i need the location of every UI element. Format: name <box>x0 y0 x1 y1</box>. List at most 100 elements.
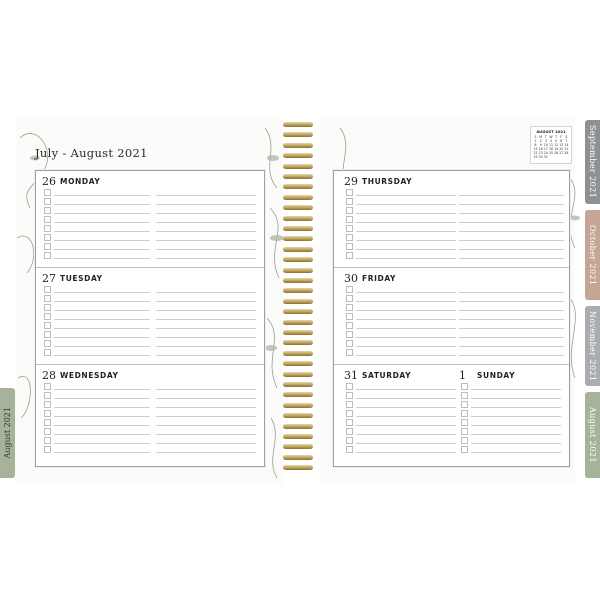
checkbox[interactable] <box>461 419 468 426</box>
writing-line[interactable] <box>54 389 150 390</box>
writing-line[interactable] <box>156 204 256 205</box>
writing-line[interactable] <box>156 222 256 223</box>
checkbox[interactable] <box>346 419 353 426</box>
writing-line[interactable] <box>471 425 561 426</box>
writing-line[interactable] <box>356 249 456 250</box>
checkbox[interactable] <box>346 401 353 408</box>
writing-line[interactable] <box>356 319 456 320</box>
writing-line[interactable] <box>459 346 564 347</box>
checkbox[interactable] <box>44 304 51 311</box>
writing-line[interactable] <box>356 328 456 329</box>
writing-line[interactable] <box>459 231 564 232</box>
writing-line[interactable] <box>54 398 150 399</box>
writing-line[interactable] <box>459 337 564 338</box>
writing-line[interactable] <box>471 416 561 417</box>
writing-line[interactable] <box>54 258 150 259</box>
writing-line[interactable] <box>356 310 456 311</box>
writing-line[interactable] <box>54 240 150 241</box>
writing-line[interactable] <box>356 301 456 302</box>
checkbox[interactable] <box>346 383 353 390</box>
tab-august-left[interactable]: August 2021 <box>0 388 15 478</box>
checkbox[interactable] <box>44 340 51 347</box>
checkbox[interactable] <box>461 428 468 435</box>
checkbox[interactable] <box>346 295 353 302</box>
writing-line[interactable] <box>459 301 564 302</box>
writing-line[interactable] <box>356 258 456 259</box>
writing-line[interactable] <box>156 407 256 408</box>
writing-line[interactable] <box>156 301 256 302</box>
checkbox[interactable] <box>346 304 353 311</box>
tab-august[interactable]: August 2021 <box>585 392 600 478</box>
writing-line[interactable] <box>54 416 150 417</box>
checkbox[interactable] <box>44 428 51 435</box>
writing-line[interactable] <box>156 398 256 399</box>
writing-line[interactable] <box>54 292 150 293</box>
writing-line[interactable] <box>54 195 150 196</box>
writing-line[interactable] <box>356 346 456 347</box>
writing-line[interactable] <box>356 443 456 444</box>
checkbox[interactable] <box>461 437 468 444</box>
checkbox[interactable] <box>346 252 353 259</box>
checkbox[interactable] <box>44 189 51 196</box>
writing-line[interactable] <box>54 310 150 311</box>
writing-line[interactable] <box>156 240 256 241</box>
writing-line[interactable] <box>356 398 456 399</box>
checkbox[interactable] <box>346 331 353 338</box>
checkbox[interactable] <box>44 295 51 302</box>
writing-line[interactable] <box>54 249 150 250</box>
writing-line[interactable] <box>156 355 256 356</box>
writing-line[interactable] <box>459 240 564 241</box>
writing-line[interactable] <box>54 231 150 232</box>
checkbox[interactable] <box>44 252 51 259</box>
writing-line[interactable] <box>356 355 456 356</box>
writing-line[interactable] <box>156 443 256 444</box>
writing-line[interactable] <box>54 355 150 356</box>
writing-line[interactable] <box>356 222 456 223</box>
checkbox[interactable] <box>44 446 51 453</box>
writing-line[interactable] <box>54 204 150 205</box>
writing-line[interactable] <box>156 346 256 347</box>
tab-september[interactable]: September 2021 <box>585 120 600 204</box>
writing-line[interactable] <box>156 249 256 250</box>
checkbox[interactable] <box>346 286 353 293</box>
writing-line[interactable] <box>54 301 150 302</box>
writing-line[interactable] <box>156 389 256 390</box>
writing-line[interactable] <box>156 195 256 196</box>
writing-line[interactable] <box>356 434 456 435</box>
writing-line[interactable] <box>471 398 561 399</box>
writing-line[interactable] <box>459 195 564 196</box>
writing-line[interactable] <box>54 425 150 426</box>
checkbox[interactable] <box>461 446 468 453</box>
writing-line[interactable] <box>156 452 256 453</box>
writing-line[interactable] <box>356 389 456 390</box>
writing-line[interactable] <box>356 204 456 205</box>
writing-line[interactable] <box>156 416 256 417</box>
checkbox[interactable] <box>346 428 353 435</box>
writing-line[interactable] <box>459 292 564 293</box>
checkbox[interactable] <box>44 243 51 250</box>
writing-line[interactable] <box>156 231 256 232</box>
writing-line[interactable] <box>459 355 564 356</box>
writing-line[interactable] <box>54 319 150 320</box>
checkbox[interactable] <box>346 446 353 453</box>
checkbox[interactable] <box>346 340 353 347</box>
writing-line[interactable] <box>471 389 561 390</box>
checkbox[interactable] <box>346 437 353 444</box>
checkbox[interactable] <box>346 410 353 417</box>
checkbox[interactable] <box>461 410 468 417</box>
checkbox[interactable] <box>44 198 51 205</box>
writing-line[interactable] <box>156 434 256 435</box>
writing-line[interactable] <box>356 240 456 241</box>
checkbox[interactable] <box>461 401 468 408</box>
writing-line[interactable] <box>54 222 150 223</box>
writing-line[interactable] <box>156 328 256 329</box>
checkbox[interactable] <box>44 216 51 223</box>
writing-line[interactable] <box>356 337 456 338</box>
checkbox[interactable] <box>44 392 51 399</box>
checkbox[interactable] <box>346 349 353 356</box>
checkbox[interactable] <box>346 207 353 214</box>
writing-line[interactable] <box>471 434 561 435</box>
checkbox[interactable] <box>346 216 353 223</box>
writing-line[interactable] <box>459 328 564 329</box>
writing-line[interactable] <box>156 425 256 426</box>
